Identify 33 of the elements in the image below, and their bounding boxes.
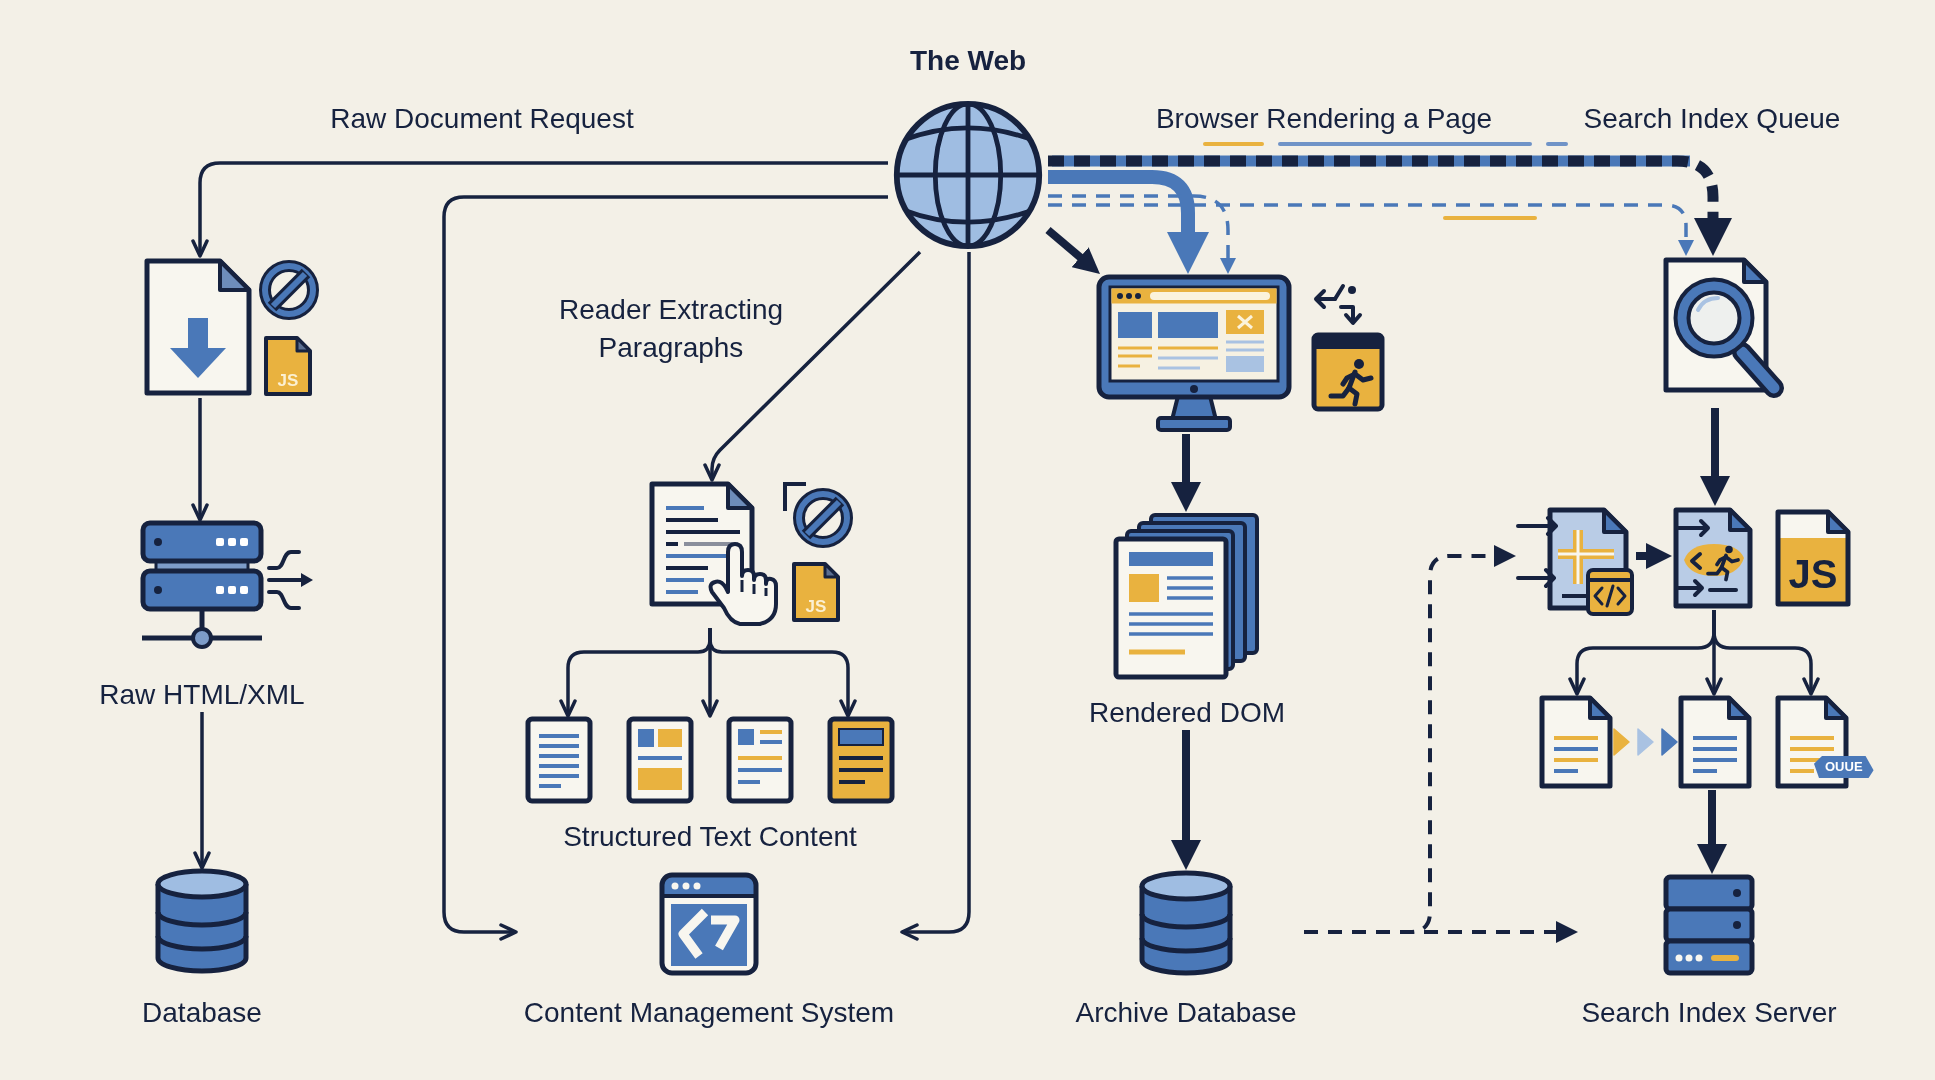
file-type-label: JS [805,597,827,617]
dashed-arrow [1048,194,1236,274]
node-label: Archive Database [1075,996,1297,1030]
arrow [442,195,888,941]
arrow [900,252,971,941]
node-label: Raw HTML/XML [99,678,305,712]
dashed-arrow [1304,545,1516,934]
node-title: The Web [909,44,1027,78]
thick-arrow [1045,226,1100,274]
arrow [703,250,922,482]
node-label: Content Management System [523,996,895,1030]
document-runner-icon [1672,506,1754,610]
document-icon [1677,694,1753,790]
monitor-icon [1096,274,1292,434]
arrow [708,628,857,718]
dashed-arrow [1048,155,1732,256]
arrow [193,712,211,870]
node-label: Database [142,996,262,1030]
thick-arrow [1048,170,1209,274]
arrow [1712,610,1820,696]
queue-tag: OUUE [1814,756,1874,778]
document-icon [1538,694,1614,790]
chevron-arrow [1613,728,1678,756]
file-type-label: JS [277,371,299,391]
dashed-arrow [1048,203,1694,256]
node-label: Rendered DOM [1088,696,1286,730]
arrow [191,398,209,522]
node-label: Structured Text Content [563,820,857,854]
node-label: Search Index Server [1581,996,1837,1030]
file-type-label: JS [1788,552,1838,596]
arrow [191,161,888,258]
document-pointer-icon [648,480,778,628]
download-document-icon [142,256,254,398]
